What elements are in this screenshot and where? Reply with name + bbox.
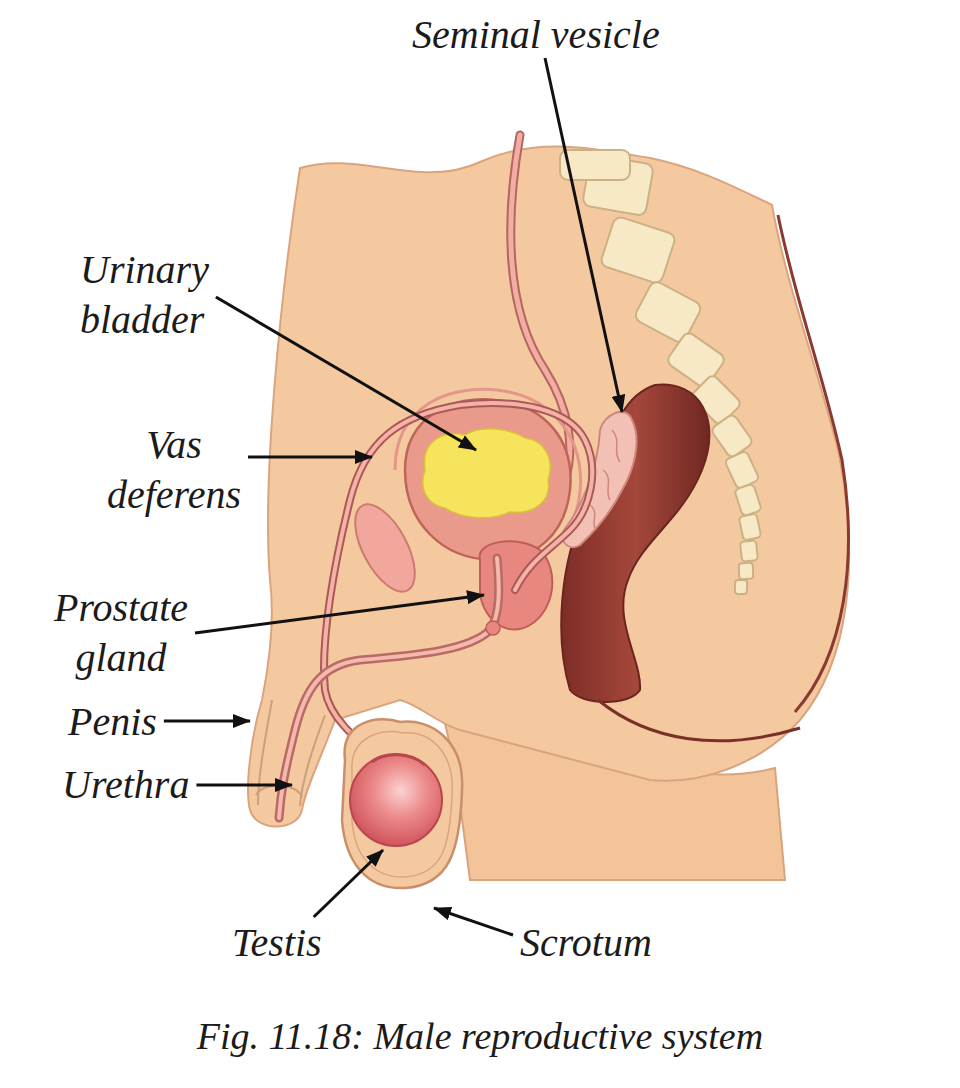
part-label: Seminal vesicle [412,10,660,60]
vertebra [735,580,747,594]
leader-line [195,595,484,633]
part-label: Vas deferens [85,420,263,520]
part-label: Scrotum [520,918,652,968]
part-label: Testis [232,918,322,968]
scrotum [342,719,462,888]
testis [350,754,442,846]
part-label: Prostate gland [28,583,214,683]
anal-canal-line [598,700,800,741]
vertebra [739,563,754,579]
vertebra [600,215,677,284]
leader-line [314,850,383,917]
figure-caption: Fig. 11.18: Male reproductive system [0,1012,960,1060]
vertebra [724,450,759,489]
leader-line [434,908,513,935]
vertebra [740,540,758,562]
penis-shaft-outline [258,700,325,806]
part-label: Penis [68,697,157,747]
leader-line [196,784,292,787]
part-label: Urethra [62,760,189,810]
leader-line [216,297,476,450]
vertebra [739,513,762,540]
part-label: Urinary bladder [80,245,250,345]
epididymis [372,755,425,765]
vertebra [710,413,754,459]
leader-line [248,456,372,459]
leader-line [545,58,622,412]
back-outline [778,215,848,712]
urethra-bulb [486,621,500,635]
urine [423,429,550,518]
vertebra [734,484,762,517]
glans [256,785,302,797]
body-section [248,147,849,827]
leader-line [164,720,250,723]
